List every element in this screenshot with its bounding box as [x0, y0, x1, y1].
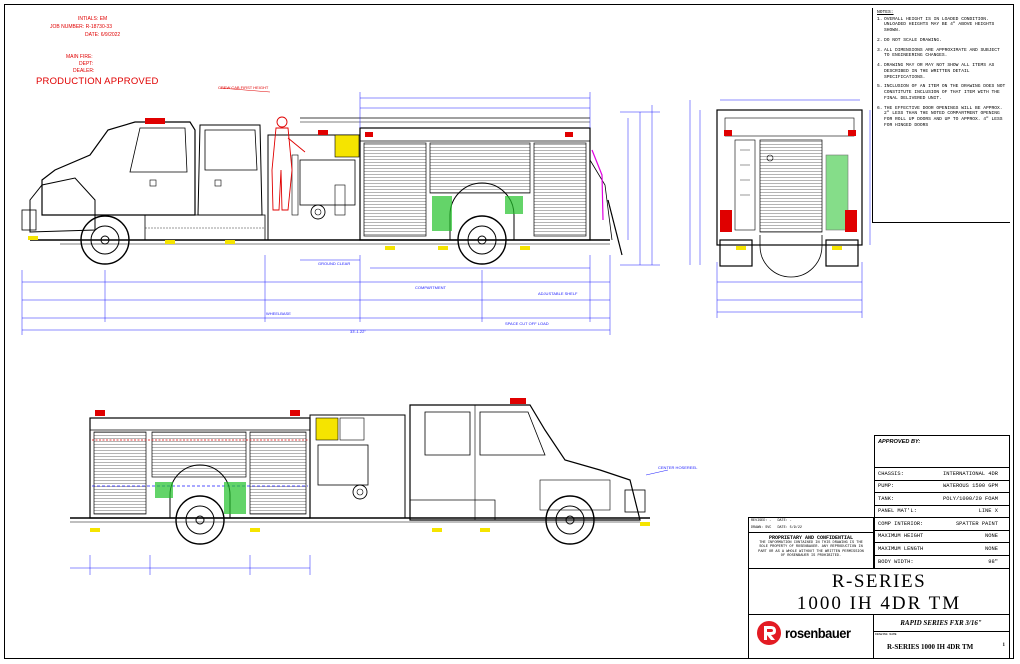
logo-wordmark: rosenbauer: [785, 625, 851, 641]
drawing-name-value: R-SERIES 1000 IH 4DR TM: [887, 643, 974, 651]
confidential-heading: PROPRIETARY AND CONFIDENTIAL: [768, 535, 853, 541]
rear-view: [689, 99, 871, 318]
dealer-label: DEALER:: [73, 68, 95, 74]
confidential-body: THE INFORMATION CONTAINED IN THIS DRAWIN…: [758, 541, 864, 558]
initials-label: INTIALS: EM: [78, 16, 108, 22]
note-center-hosereel: CENTER HOSEREEL: [658, 465, 698, 470]
note-item: 3.ALL DIMENSIONS ARE APPROXIMATE AND SUB…: [877, 47, 1000, 59]
confidential-notice: PROPRIETARY AND CONFIDENTIAL THE INFORMA…: [748, 533, 874, 569]
logo-r-glyph-icon: [764, 626, 776, 640]
drawing-title-box: R-SERIES 1000 IH 4DR TM: [748, 569, 1010, 615]
spec-row: PUMP:WATEROUS 1500 GPM: [875, 481, 1009, 493]
revised-field: REVISED: -: [751, 519, 772, 523]
rosenbauer-logo-icon: [757, 621, 781, 645]
revised-date: DATE: -: [777, 519, 792, 523]
notes-panel: NOTES: 1.OVERALL HEIGHT IS IN LOADED CON…: [872, 8, 1010, 223]
footer-info: RAPID SERIES FXR 3/16" DRAWING NAME R-SE…: [873, 615, 1009, 658]
spec-row: PANEL MAT'L:LINE X: [875, 506, 1009, 518]
spec-row: CHASSIS:INTERNATIONAL 4DR: [875, 468, 1009, 481]
dept-label: DEPT:: [79, 61, 94, 67]
drawing-title-line1: R-SERIES: [831, 571, 927, 592]
drawing-title-line2: 1000 IH 4DR TM: [796, 593, 962, 614]
drawn-date: DATE: 5/9/22: [777, 526, 802, 530]
date-field: DATE: 6/9/2022: [85, 32, 121, 38]
drawing-name-label: DRAWING NAME: [875, 633, 897, 636]
note-item: 2.DO NOT SCALE DRAWING.: [877, 37, 942, 43]
main-fire-label: MAIN FIRE:: [66, 54, 93, 60]
drawing-name-field: DRAWING NAME R-SERIES 1000 IH 4DR TM 1: [873, 631, 1009, 658]
production-approved-stamp: PRODUCTION APPROVED: [36, 76, 159, 87]
note-item: 1.OVERALL HEIGHT IS IN LOADED CONDITION.…: [877, 16, 995, 34]
title-footer: rosenbauer RAPID SERIES FXR 3/16" DRAWIN…: [748, 615, 1010, 659]
spec-row: COMP INTERIOR:SPATTER PAINT: [875, 518, 1009, 531]
top-side-view: [21, 87, 660, 335]
approved-by-field: APPROVED BY:: [875, 436, 1009, 468]
series-label: RAPID SERIES FXR 3/16": [873, 615, 1009, 632]
note-item: 4.DRAWING MAY OR MAY NOT SHOW ALL ITEMS …: [877, 63, 995, 80]
page-number: 1: [1002, 643, 1006, 648]
drawn-field: DRAWN: SVC: [751, 526, 772, 530]
notes-title: NOTES:: [877, 10, 894, 15]
note-ground-clear: GROUND CLEAR: [318, 261, 351, 266]
job-number: JOB NUMBER: R-18730-33: [50, 24, 112, 30]
note-space-cut-off: SPACE CUT OFF LOAD: [505, 321, 549, 326]
note-crew-cab: CREW CAB FIRST HEIGHT: [218, 85, 269, 90]
note-wheelbase: WHEELBASE: [266, 311, 291, 316]
spec-row: TANK:POLY/1000/20 FOAM: [875, 493, 1009, 506]
spec-table: APPROVED BY: CHASSIS:INTERNATIONAL 4DR P…: [874, 435, 1010, 569]
note-adjustable-shelf: ADJUSTABLE SHELF: [538, 291, 578, 296]
note-compartment: COMPARTMENT: [415, 285, 446, 290]
note-item: 5.INCLUSION OF AN ITEM ON THE DRAWING DO…: [877, 84, 1006, 101]
revision-box: REVISED: - DATE: - DRAWN: SVC DATE: 5/9/…: [748, 517, 874, 533]
logo-area: rosenbauer: [749, 615, 874, 658]
note-item: 6.THE EFFECTIVE DOOR OPENINGS WILL BE AP…: [877, 105, 1003, 128]
note-total-length: 33'-1.22": [350, 329, 366, 334]
spec-row: BODY WIDTH:98": [878, 558, 998, 565]
bottom-side-view: [70, 398, 669, 575]
drawing-sheet-border: [4, 4, 1014, 659]
